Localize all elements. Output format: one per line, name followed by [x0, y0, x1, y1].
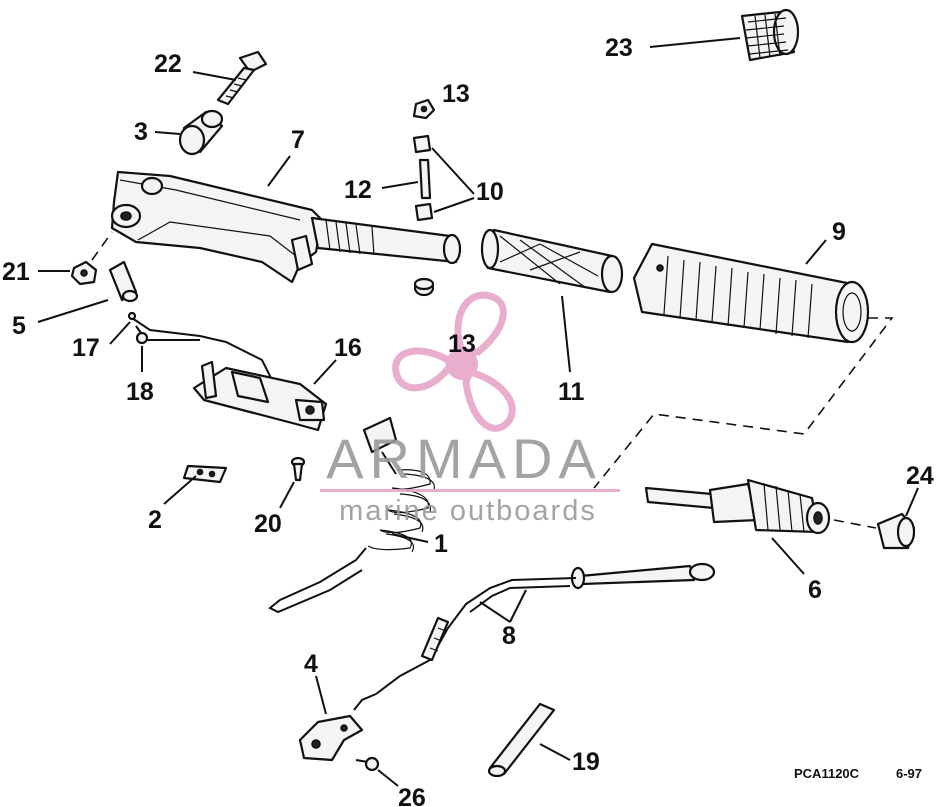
callout-13-top: 13	[442, 80, 470, 108]
part-6-throttle-assembly	[644, 478, 831, 535]
callout-13-lower: 13	[448, 330, 476, 358]
leader-8b	[509, 589, 527, 623]
part-26-screw	[355, 756, 380, 772]
callout-labels: 23 22 3 7 13 12 10 9 21 5 13 17 16 18 11…	[2, 34, 934, 807]
propeller-logo	[392, 291, 516, 432]
callout-16: 16	[334, 334, 362, 362]
watermark: ARMADA marine outboards	[320, 291, 620, 527]
part-16-switch-bracket	[192, 360, 328, 432]
callout-6: 6	[808, 576, 822, 604]
drawing-date: 6-97	[896, 766, 922, 781]
leader-16	[313, 359, 337, 385]
part-24-end-cap	[876, 512, 916, 550]
callout-11: 11	[558, 378, 585, 406]
leader-1	[391, 533, 429, 543]
part-8-throttle-cable	[353, 562, 716, 711]
callout-4: 4	[304, 650, 318, 678]
part-13-bushing-lower	[413, 277, 435, 297]
part-13-nut-top	[412, 98, 436, 120]
watermark-tagline: marine outboards	[339, 495, 597, 527]
leader-4	[315, 675, 327, 715]
watermark-brand: ARMADA	[326, 427, 602, 490]
propeller-blade	[454, 291, 507, 356]
part-1-coiled-lanyard	[268, 416, 436, 614]
leader-3	[154, 131, 181, 135]
part-7-tiller-arm	[110, 170, 462, 284]
part-2-clip	[182, 464, 228, 484]
part-17-18-wire	[127, 311, 273, 381]
callout-24: 24	[906, 462, 934, 490]
callout-10: 10	[476, 178, 504, 206]
callout-1: 1	[434, 530, 448, 558]
leader-23	[649, 37, 741, 48]
callout-5: 5	[12, 312, 26, 340]
part-22-bolt	[216, 50, 268, 106]
leader-10b	[433, 197, 475, 213]
part-12-pin	[418, 158, 432, 200]
callout-19: 19	[572, 748, 600, 776]
callout-21: 21	[2, 258, 30, 286]
part-19-rod	[487, 702, 556, 778]
leader-8a	[479, 601, 511, 623]
part-20-screw	[290, 456, 306, 482]
leader-20	[279, 481, 295, 509]
callout-20: 20	[254, 510, 282, 538]
part-11-cage-sleeve	[480, 228, 624, 294]
leader-12	[381, 181, 419, 189]
callout-23: 23	[605, 34, 633, 62]
leader-26	[377, 769, 399, 787]
callout-8: 8	[502, 622, 516, 650]
callout-18: 18	[126, 378, 154, 406]
leader-10a	[431, 147, 475, 195]
part-9-grip	[632, 242, 870, 344]
leader-7	[267, 155, 291, 187]
part-10-bushings	[412, 134, 434, 222]
leader-24-dash	[833, 519, 877, 529]
leader-9	[805, 239, 827, 265]
leader-19	[539, 743, 571, 761]
part-21-nut	[70, 260, 98, 286]
watermark-underline	[320, 489, 620, 492]
callout-3: 3	[134, 118, 148, 146]
leader-6	[771, 537, 805, 575]
leader-5	[37, 299, 109, 323]
propeller-blade	[462, 367, 516, 432]
leader-24	[905, 487, 919, 517]
callout-17: 17	[72, 334, 100, 362]
callout-22: 22	[154, 50, 182, 78]
drawing-code: PCA1120C	[794, 766, 860, 781]
part-4-bracket	[298, 714, 364, 762]
part-5-sleeve	[108, 260, 139, 303]
callout-2: 2	[148, 506, 162, 534]
propeller-blade	[392, 347, 454, 392]
callout-12: 12	[344, 176, 372, 204]
part-3-sleeve	[178, 109, 224, 156]
callout-7: 7	[291, 126, 305, 154]
leader-11	[561, 295, 571, 373]
leader-21-dash	[91, 231, 113, 261]
leader-22	[192, 71, 237, 81]
callout-26: 26	[398, 784, 426, 807]
callout-9: 9	[832, 218, 846, 246]
leader-17	[109, 321, 131, 345]
alignment-guide	[593, 317, 894, 489]
part-23-knurled-knob	[740, 8, 800, 62]
propeller-hub	[446, 348, 478, 380]
leader-2	[163, 475, 197, 505]
